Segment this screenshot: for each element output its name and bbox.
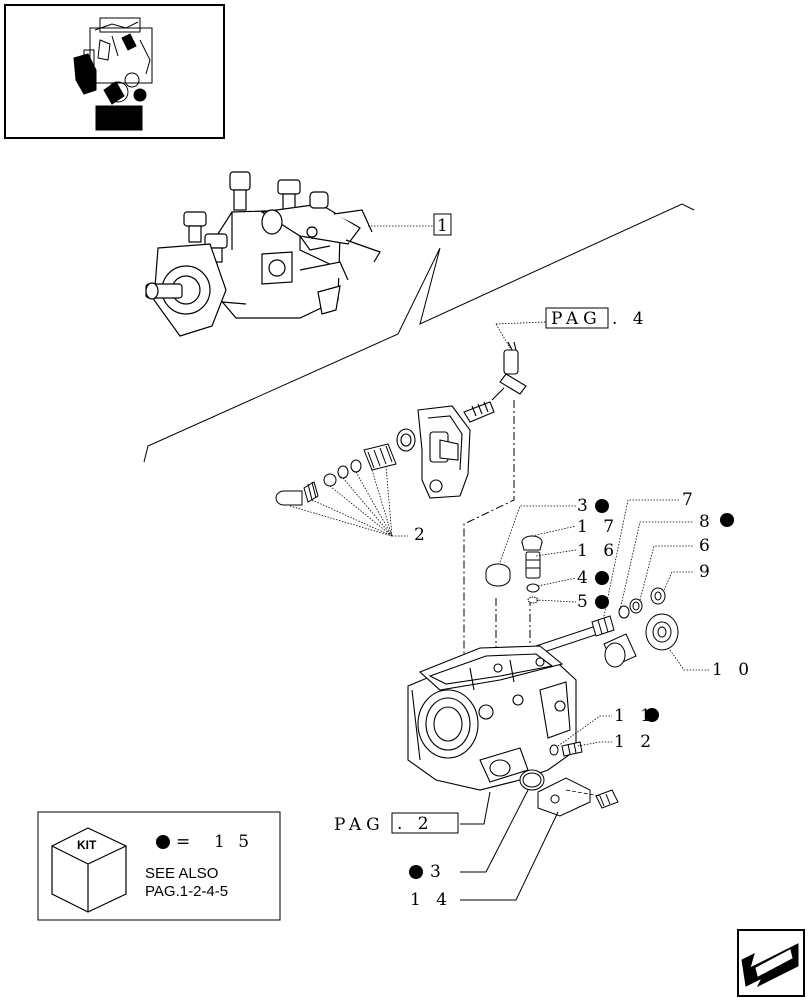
kit-cube-icon (51, 827, 127, 913)
callout-14-label[interactable]: 1 4 (410, 890, 452, 910)
kit-legend-box: KIT = 1 5 SEE ALSO PAG.1-2-4-5 (37, 811, 281, 921)
kit-bullet-icon (595, 499, 609, 513)
callout-3-top[interactable]: 3 (577, 496, 609, 516)
callout-leaders (499, 499, 710, 747)
ref-page-4-word: PAG (551, 309, 602, 329)
ref-page-4[interactable]: PAG . 4 (545, 307, 649, 329)
callout-5[interactable]: 5 (577, 592, 609, 612)
callout-3-bottom[interactable]: 3 (409, 862, 446, 882)
ref-page-2-number: . 2 (397, 814, 434, 834)
ref-page-4-number: . 4 (612, 309, 649, 329)
section-break-line (143, 203, 695, 463)
kit-bullet-icon (595, 595, 609, 609)
kit-bullet-icon (720, 513, 734, 527)
kit-bullet-icon (409, 865, 423, 879)
callout-8[interactable]: 8 (699, 512, 734, 532)
cover-plate-parts (519, 741, 619, 817)
injection-pump-assembly (145, 171, 381, 337)
callout-6-label[interactable]: 6 (699, 536, 715, 556)
callout-solid-leaders (460, 789, 559, 901)
callout-11[interactable]: 1 1 (614, 706, 659, 726)
callout-3-bottom-label: 3 (430, 862, 446, 882)
kit-badge-label: KIT (77, 838, 97, 852)
callout-3-top-label: 3 (577, 496, 593, 516)
ref-page-4-stem (495, 323, 511, 349)
callout-5-label: 5 (577, 592, 593, 612)
kit-count: 1 5 (214, 832, 253, 852)
drive-shaft-parts (534, 587, 679, 668)
callout-4-label: 4 (577, 568, 593, 588)
pump-housing (407, 645, 577, 791)
ref-page-2-word: PAG (334, 815, 385, 835)
ref-page-4-leader (495, 321, 547, 325)
callout-11-label: 1 1 (614, 706, 656, 726)
callout-4[interactable]: 4 (577, 568, 609, 588)
engine-thumbnail-icon (73, 17, 153, 131)
callout-8-label: 8 (699, 512, 715, 532)
callout-1-label: 1 (437, 216, 453, 236)
spring-kit-parts (275, 443, 397, 506)
governor-bracket-group (396, 341, 527, 499)
see-also-pages: PAG.1-2-4-5 (145, 883, 228, 900)
kit-equals-sign: = (176, 832, 194, 852)
callout-1[interactable]: 1 (433, 213, 453, 236)
kit-bullet-icon (156, 835, 170, 849)
kit-bullet-icon (595, 571, 609, 585)
next-page-arrow-icon[interactable] (737, 929, 805, 997)
callout-7-label[interactable]: 7 (682, 490, 698, 510)
callout-17-label[interactable]: 1 7 (577, 517, 619, 537)
engine-locator-thumbnail[interactable] (4, 4, 225, 139)
kit-bullet-icon (645, 708, 659, 722)
small-fitting-parts (485, 535, 543, 604)
ref-page-2[interactable]: PAG . 2 (334, 812, 459, 835)
callout-2-leaders (289, 465, 408, 537)
callout-10-label[interactable]: 1 0 (712, 660, 754, 680)
callout-9-label[interactable]: 9 (699, 562, 715, 582)
see-also-label: SEE ALSO (145, 865, 218, 882)
callout-16-label[interactable]: 1 6 (577, 541, 619, 561)
callout-12-label[interactable]: 1 2 (614, 732, 656, 752)
callout-2-label[interactable]: 2 (414, 525, 430, 545)
